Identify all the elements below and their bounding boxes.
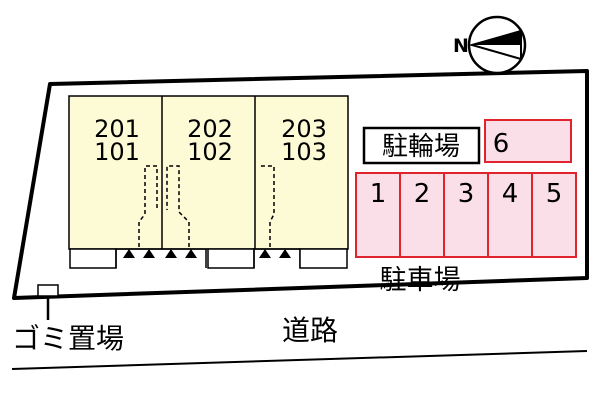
car-parking-space-number: 5 [546,179,563,209]
balcony [207,248,255,269]
car-parking-space [399,172,445,258]
car-parking-space-number: 4 [502,179,519,209]
car-parking-space [355,172,401,258]
car-parking-space-number: 2 [414,179,431,209]
entrance-step [115,248,207,268]
entrance-arrow [185,249,197,258]
car-parking-space [443,172,489,258]
entrance-arrow [279,249,291,258]
garbage-label: ゴミ置場 [12,322,124,355]
bicycle-parking-label: 駐輪場 [382,132,460,162]
unit-upper-number: 202 [187,115,233,143]
entrance-arrow [259,249,271,258]
compass-north-label: N [453,35,469,57]
entrance-arrow [165,249,177,258]
car-parking-area [355,172,577,258]
building-outline [68,95,349,250]
unit-lower-number: 101 [94,138,140,166]
bicycle-parking-space [484,119,572,163]
road-label: 道路 [282,314,338,347]
unit-lower-number: 102 [187,138,233,166]
stair-dashed-outline [138,165,275,247]
unit-lower-number: 103 [281,138,327,166]
entrance-markers [123,249,291,258]
bicycle-parking-space-number: 6 [493,129,510,159]
garbage-marker-box [37,284,59,297]
bicycle-parking-label-box [362,126,481,165]
balcony [299,248,348,269]
entrance-arrow [123,249,135,258]
unit-upper-number: 201 [94,115,140,143]
entrance-arrow [143,249,155,258]
car-parking-space-number: 3 [458,179,475,209]
compass-icon: N [453,15,527,75]
unit-upper-number: 203 [281,115,327,143]
balcony [69,248,117,269]
road-edge-line [11,350,588,370]
car-parking-space [531,172,577,258]
car-parking-space-number: 1 [370,179,387,209]
car-parking-label: 駐車場 [380,265,461,296]
